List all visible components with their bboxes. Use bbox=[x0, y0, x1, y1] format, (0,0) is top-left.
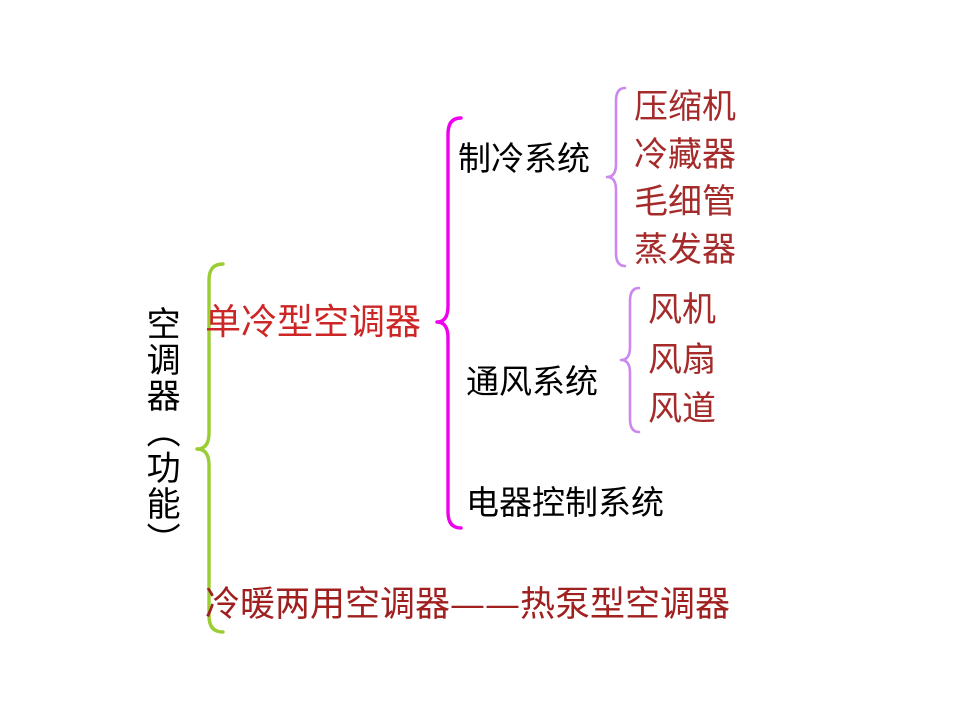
leaf-item-compressor: 压缩机 bbox=[634, 87, 736, 127]
refrigeration-items: 压缩机 冷藏器 毛细管 蒸发器 bbox=[634, 84, 736, 274]
leaf-item-evaporator: 蒸发器 bbox=[634, 229, 736, 270]
leaf-item-cooler: 冷藏器 bbox=[634, 134, 736, 175]
root-label: 空调器（功能） bbox=[140, 306, 181, 558]
node-ventilation-label: 通风系统 bbox=[466, 362, 598, 401]
ventilation-brace bbox=[619, 286, 641, 434]
leaf-item-capillary: 毛细管 bbox=[634, 182, 736, 222]
branch-single-cooling-label: 单冷型空调器 bbox=[205, 302, 422, 343]
branch-heat-pump-label: 冷暖两用空调器——热泵型空调器 bbox=[205, 585, 731, 625]
root-brace bbox=[195, 262, 225, 634]
leaf-item-fan-machine: 风机 bbox=[648, 290, 716, 330]
leaf-item-fan: 风扇 bbox=[648, 339, 716, 380]
refrigeration-brace bbox=[605, 86, 627, 268]
node-refrigeration-label: 制冷系统 bbox=[458, 139, 590, 178]
node-electrical-control-label: 电器控制系统 bbox=[466, 483, 664, 522]
leaf-item-air-duct: 风道 bbox=[648, 389, 716, 429]
ventilation-items: 风机 风扇 风道 bbox=[648, 286, 716, 435]
branch-brace bbox=[435, 116, 463, 530]
